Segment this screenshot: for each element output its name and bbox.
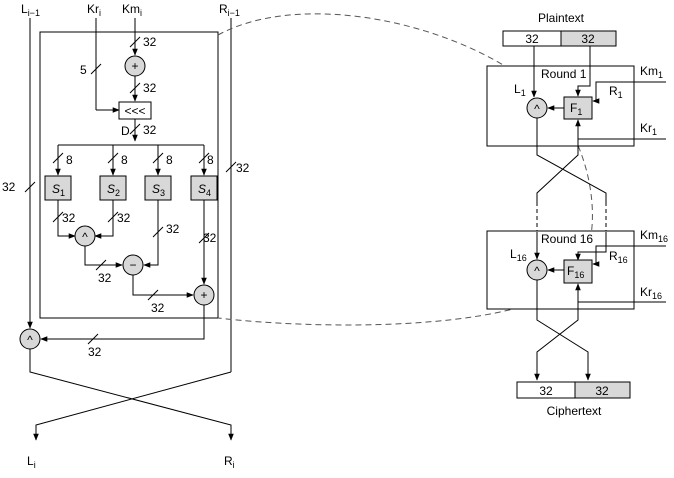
round-16-l: L16 [510, 247, 527, 263]
sbox-2 [99, 175, 127, 201]
add2-op-symbol: + [200, 288, 207, 302]
sbox-1-label: S1 [52, 182, 65, 198]
s4-out-bits: 32 [203, 231, 217, 245]
and-out-bits: 32 [98, 271, 112, 285]
full-structure: Plaintext 32 32 Round 1 L1 R1 ^ F1 Km1 K… [486, 11, 668, 418]
sbox-4 [190, 175, 218, 201]
rotate-symbol: <<< [124, 104, 145, 118]
rot-out-bits: 32 [143, 123, 157, 137]
plaintext-left-bits: 32 [525, 32, 539, 46]
sbox-4-label: S4 [198, 182, 211, 198]
round-16-op: ^ [534, 264, 540, 278]
add-out-bits: 32 [143, 81, 157, 95]
round-detail: Li−1 Kri Kmi Ri−1 32 32 32 + 32 5 <<< D [2, 2, 250, 470]
s2-in-bits: 8 [121, 153, 128, 167]
s1-in-bits: 8 [66, 153, 73, 167]
round-16-title: Round 16 [541, 232, 593, 246]
ciphertext-right-bits: 32 [595, 384, 609, 398]
round-1-f-label: F1 [570, 101, 582, 117]
sub-out-bits: 32 [151, 301, 165, 315]
sbox-2-label: S2 [107, 182, 120, 198]
kr-bits: 5 [80, 63, 87, 77]
r-line-bits: 32 [236, 161, 250, 175]
l-out-label: Li [27, 454, 36, 470]
s4-in-bits: 8 [207, 153, 214, 167]
km-bits: 32 [143, 35, 157, 49]
l-prev-label: Li−1 [21, 2, 40, 18]
and-op-symbol: ^ [82, 230, 88, 244]
km-label: Kmi [122, 2, 142, 18]
sbox-1 [44, 175, 72, 201]
round-1-km: Km1 [640, 64, 663, 80]
ciphertext-right-half [574, 381, 631, 399]
zoom-connector [217, 13, 593, 326]
plaintext-right-half [560, 30, 617, 47]
f-function-box [39, 31, 219, 319]
round-1-box [486, 65, 635, 147]
sub-op-symbol: − [129, 258, 136, 272]
round-16-kr: Kr16 [640, 285, 662, 301]
round-1-kr: Kr1 [640, 121, 657, 137]
round-1-title: Round 1 [541, 67, 587, 81]
s1-out-bits: 32 [62, 211, 76, 225]
round-16-f [563, 259, 593, 284]
ciphertext-title: Ciphertext [547, 404, 602, 418]
plaintext-right-bits: 32 [581, 32, 595, 46]
d-label: D [121, 124, 130, 138]
round-1-op: ^ [534, 102, 540, 116]
s3-in-bits: 8 [166, 153, 173, 167]
kr-label: Kri [87, 2, 101, 18]
s3-out-bits: 32 [166, 222, 180, 236]
final-op-symbol: ^ [27, 333, 33, 347]
add-op-symbol: + [131, 59, 138, 73]
round-16-r: R16 [609, 249, 628, 265]
sbox-3-label: S3 [152, 182, 165, 198]
sbox-3 [144, 175, 172, 201]
l-line-bits: 32 [2, 180, 16, 194]
round-1-l: L1 [514, 82, 526, 98]
plaintext-title: Plaintext [538, 11, 585, 25]
round-16-f-label: F16 [567, 264, 584, 280]
f-out-bits: 32 [88, 345, 102, 359]
r-out-label: Ri [224, 454, 235, 470]
round-1-r: R1 [609, 84, 623, 100]
s2-out-bits: 32 [117, 211, 131, 225]
r-prev-label: Ri−1 [219, 2, 240, 18]
round-16-km: Km16 [640, 228, 668, 244]
ciphertext-left-bits: 32 [539, 384, 553, 398]
